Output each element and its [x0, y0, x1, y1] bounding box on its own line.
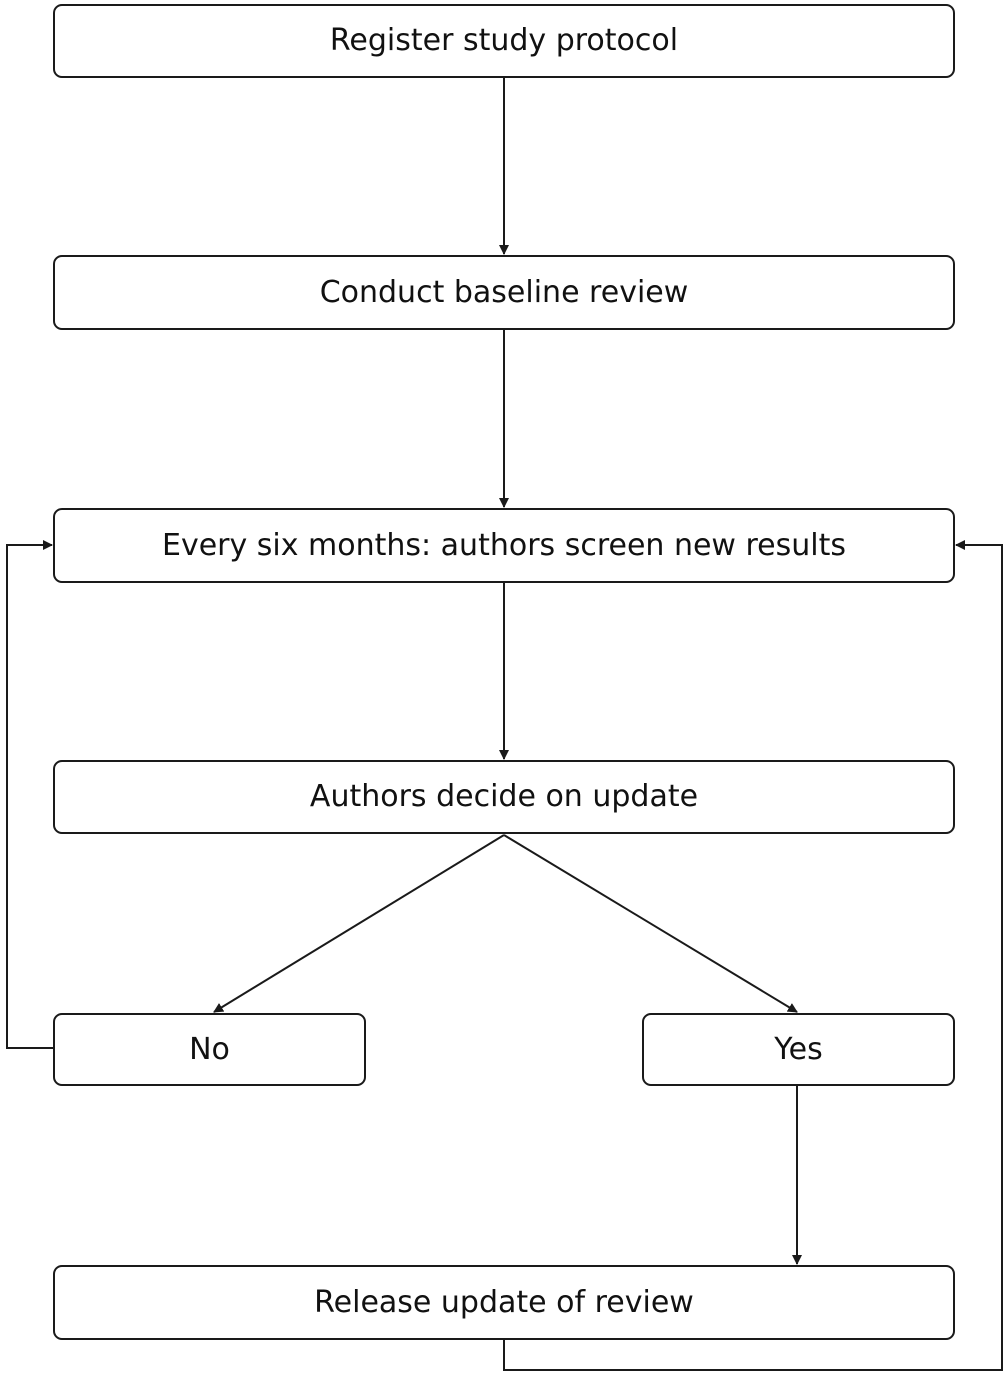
arrow-no-loop-to-screen: [6, 540, 53, 1049]
no-decision-box: No: [53, 1013, 366, 1086]
screen-results-label: Every six months: authors screen new res…: [161, 527, 847, 563]
screen-results-box: Every six months: authors screen new res…: [53, 508, 955, 583]
yes-decision-label: Yes: [774, 1031, 823, 1067]
baseline-review-label: Conduct baseline review: [319, 274, 689, 310]
decide-update-box: Authors decide on update: [53, 760, 955, 834]
arrow-release-loop-to-screen: [503, 540, 1003, 1371]
arrow-decide-to-no: [213, 834, 505, 1013]
no-decision-label: No: [189, 1031, 230, 1067]
decide-update-label: Authors decide on update: [309, 779, 699, 814]
release-update-label: Release update of review: [314, 1284, 694, 1320]
release-update-box: Release update of review: [53, 1265, 955, 1340]
register-protocol-box: Register study protocol: [53, 4, 955, 78]
yes-decision-box: Yes: [642, 1013, 955, 1086]
baseline-review-box: Conduct baseline review: [53, 255, 955, 330]
register-protocol-label: Register study protocol: [329, 23, 679, 58]
arrow-decide-to-yes: [503, 834, 798, 1013]
